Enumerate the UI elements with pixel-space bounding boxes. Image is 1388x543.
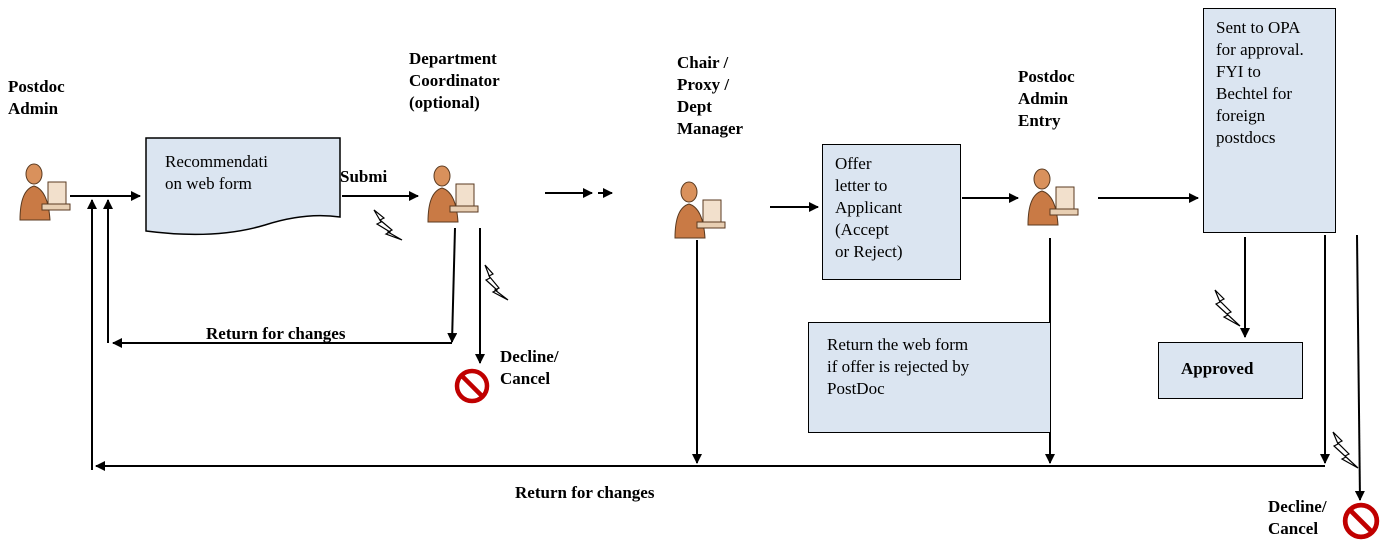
decline-2-down: [1354, 234, 1365, 501]
coordinator-down: [447, 227, 458, 343]
offer-letter-box: Offer letter to Applicant (Accept or Rej…: [822, 144, 961, 280]
postdoc-admin-entry-label: Postdoc Admin Entry: [1018, 67, 1075, 130]
sent-to-opa-box: Sent to OPA for approval. FYI to Bechtel…: [1203, 8, 1336, 233]
chair-proxy-label: Chair / Proxy / Dept Manager: [677, 53, 744, 138]
lightning-icon: [1214, 289, 1241, 327]
return-for-changes-label: Return for changes: [515, 483, 655, 502]
person-icon: [1027, 168, 1079, 226]
lightning-icon: [373, 209, 403, 241]
return-for-changes-label: Return for changes: [206, 324, 346, 343]
approved-box: Approved: [1158, 342, 1303, 399]
submit-label: Submi: [340, 167, 388, 186]
return-web-form-box: Return the web form if offer is rejected…: [808, 322, 1051, 433]
no-symbol-icon: [1342, 502, 1380, 540]
no-symbol-icon: [454, 368, 490, 404]
decline-cancel-label: Decline/ Cancel: [1268, 497, 1327, 538]
person-icon: [674, 181, 726, 239]
lightning-icon: [1332, 431, 1359, 469]
lightning-icon: [484, 264, 509, 301]
department-coordinator-label: Department Coordinator (optional): [409, 49, 500, 112]
decline-cancel-label: Decline/ Cancel: [500, 347, 559, 388]
person-icon: [19, 163, 71, 221]
person-icon: [427, 165, 479, 223]
postdoc-admin-label: Postdoc Admin: [8, 77, 65, 118]
recommendation-document: [145, 137, 341, 236]
recommendation-label: Recommendati on web form: [165, 152, 268, 193]
